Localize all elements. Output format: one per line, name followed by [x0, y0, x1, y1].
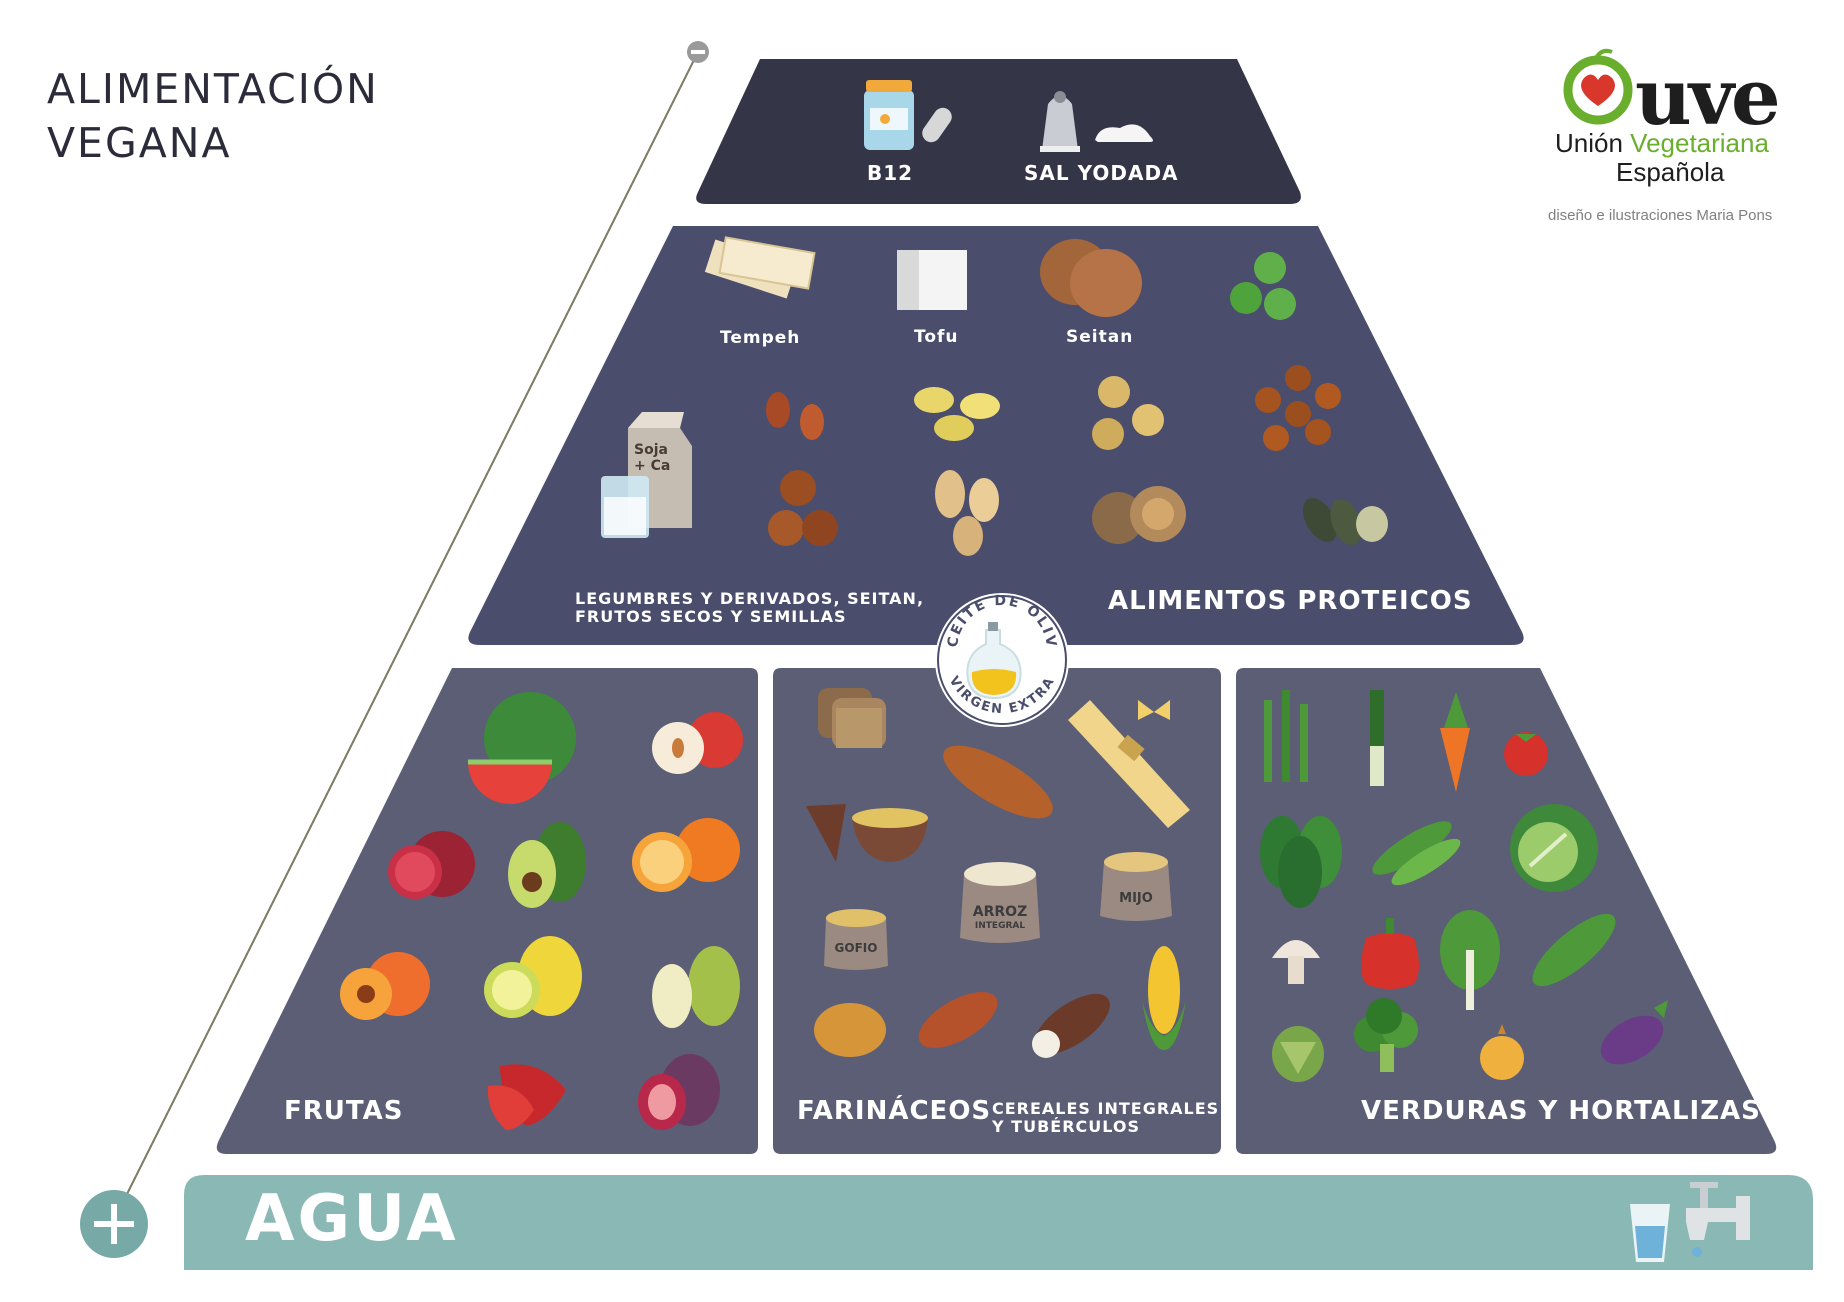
- brand-name-part-1: Unión: [1555, 128, 1631, 158]
- onion-icon: [1480, 1024, 1524, 1080]
- mijo-sack-label: MIJO: [1119, 891, 1153, 906]
- broccoli-icon: [1354, 998, 1418, 1072]
- water-band: [184, 1175, 1813, 1270]
- mushroom-icon: [1272, 940, 1320, 984]
- protein-sublabel: LEGUMBRES Y DERIVADOS, SEITAN, FRUTOS SE…: [575, 590, 924, 626]
- chard-icon: [1440, 910, 1500, 1010]
- fig-icon: [638, 1054, 720, 1130]
- chickpeas-icon: [1092, 376, 1164, 450]
- peas-icon: [1230, 252, 1296, 320]
- scale-line: [112, 51, 699, 1223]
- starches-sublabel-line-1: CEREALES INTEGRALES: [992, 1099, 1220, 1118]
- avocado-icon: [508, 822, 586, 908]
- arroz-sack-label-2: INTEGRAL: [975, 921, 1025, 931]
- tempeh-label: Tempeh: [720, 328, 801, 348]
- brand-name-part-2: Vegetariana: [1630, 128, 1769, 158]
- asparagus-icon: [1264, 690, 1308, 782]
- green-peas-pod-icon: [1372, 821, 1461, 886]
- red-beans-icon: [766, 392, 824, 440]
- protein-sublabel-line-2: FRUTOS SECOS Y SEMILLAS: [575, 607, 847, 626]
- starches-tier-label: FARINÁCEOS: [797, 1096, 992, 1126]
- protein-sublabel-line-1: LEGUMBRES Y DERIVADOS, SEITAN,: [575, 589, 925, 608]
- orange-icon: [632, 818, 740, 892]
- seitan-label: Seitan: [1066, 327, 1134, 347]
- lemon-icon: [484, 936, 582, 1018]
- white-beans-icon: [914, 387, 1000, 441]
- plus-icon: [80, 1190, 148, 1258]
- page-title-line-2: VEGANA: [47, 119, 232, 167]
- design-credit: diseño e ilustraciones Maria Pons: [1548, 207, 1773, 224]
- brand-name-line-2: Española: [1616, 157, 1725, 187]
- seitan-icon: [1040, 239, 1142, 317]
- tofu-icon: [897, 250, 967, 310]
- b12-label: B12: [867, 161, 914, 185]
- watermelon-icon: [468, 692, 576, 804]
- gofio-sack-label: GOFIO: [835, 941, 878, 955]
- water-label: AGUA: [245, 1182, 459, 1256]
- corn-icon: [1142, 946, 1186, 1050]
- walnuts-icon: [1092, 486, 1186, 544]
- starches-sublabel: CEREALES INTEGRALES Y TUBÉRCULOS: [992, 1100, 1219, 1136]
- sweet-potato-icon: [918, 992, 998, 1048]
- page-title-line-1: ALIMENTACIÓN: [47, 65, 379, 113]
- brand-name-line-1: Unión Vegetariana: [1555, 128, 1769, 159]
- pasta-icon: [1068, 700, 1190, 828]
- iodized-salt-label: SAL YODADA: [1024, 161, 1179, 185]
- milk-carton-text-1: Soja: [634, 442, 668, 458]
- top-tier: [696, 59, 1301, 204]
- leek-icon: [1370, 690, 1384, 786]
- artichoke-icon: [1272, 1026, 1324, 1082]
- tempeh-icon: [704, 236, 816, 299]
- tofu-label: Tofu: [914, 327, 959, 347]
- cucumber-icon: [1532, 913, 1616, 987]
- pear-icon: [652, 946, 740, 1028]
- bread-slices-icon: [818, 688, 886, 748]
- arroz-sack-label-1: ARROZ: [973, 904, 1027, 920]
- seeds-icon: [1302, 498, 1388, 546]
- peach-icon: [340, 952, 430, 1020]
- minus-icon: [687, 41, 709, 63]
- bell-pepper-icon: [1361, 918, 1419, 989]
- grain-bowl-icon: [806, 804, 928, 862]
- carrot-icon: [1440, 692, 1470, 792]
- pomegranate-icon: [388, 831, 475, 899]
- gofio-sack-icon: GOFIO: [824, 909, 888, 970]
- cabbage-icon: [1510, 804, 1598, 892]
- eggplant-icon: [1600, 1000, 1668, 1065]
- mijo-sack-icon: MIJO: [1100, 852, 1172, 921]
- salt-shaker-icon: [1040, 91, 1153, 152]
- b12-supplement-icon: [864, 80, 952, 150]
- vegetables-tier-label: VERDURAS Y HORTALIZAS: [1361, 1096, 1761, 1126]
- vegetables-tier: [1236, 668, 1777, 1154]
- starches-sublabel-line-2: Y TUBÉRCULOS: [992, 1117, 1140, 1136]
- fruits-tier-label: FRUTAS: [284, 1096, 404, 1126]
- tomato-icon: [1504, 732, 1548, 776]
- baguette-icon: [943, 745, 1053, 819]
- hazelnuts-icon: [1255, 365, 1341, 451]
- protein-tier: [468, 226, 1524, 645]
- spinach-icon: [1260, 816, 1342, 908]
- uve-logo-icon: [1563, 48, 1633, 125]
- apple-icon: [652, 712, 743, 774]
- chestnuts-icon: [768, 470, 838, 546]
- water-glass-icon: [1630, 1204, 1670, 1262]
- brand-wordmark: uve: [1635, 52, 1781, 143]
- arroz-sack-icon: ARROZ INTEGRAL: [960, 862, 1040, 943]
- page-title: ALIMENTACIÓN VEGANA: [47, 62, 379, 170]
- soy-milk-icon: Soja + Ca: [601, 412, 692, 538]
- potato-icon: [814, 1003, 886, 1057]
- almonds-icon: [935, 470, 999, 556]
- cassava-icon: [1032, 993, 1110, 1058]
- olive-oil-bottle-icon: [966, 622, 1022, 700]
- protein-tier-label: ALIMENTOS PROTEICOS: [1108, 586, 1473, 616]
- fruits-tier: [216, 668, 759, 1154]
- strawberries-icon: [487, 1064, 566, 1130]
- milk-carton-text-2: + Ca: [634, 458, 670, 474]
- scale-indicator: [80, 41, 709, 1258]
- water-tap-icon: [1686, 1182, 1750, 1257]
